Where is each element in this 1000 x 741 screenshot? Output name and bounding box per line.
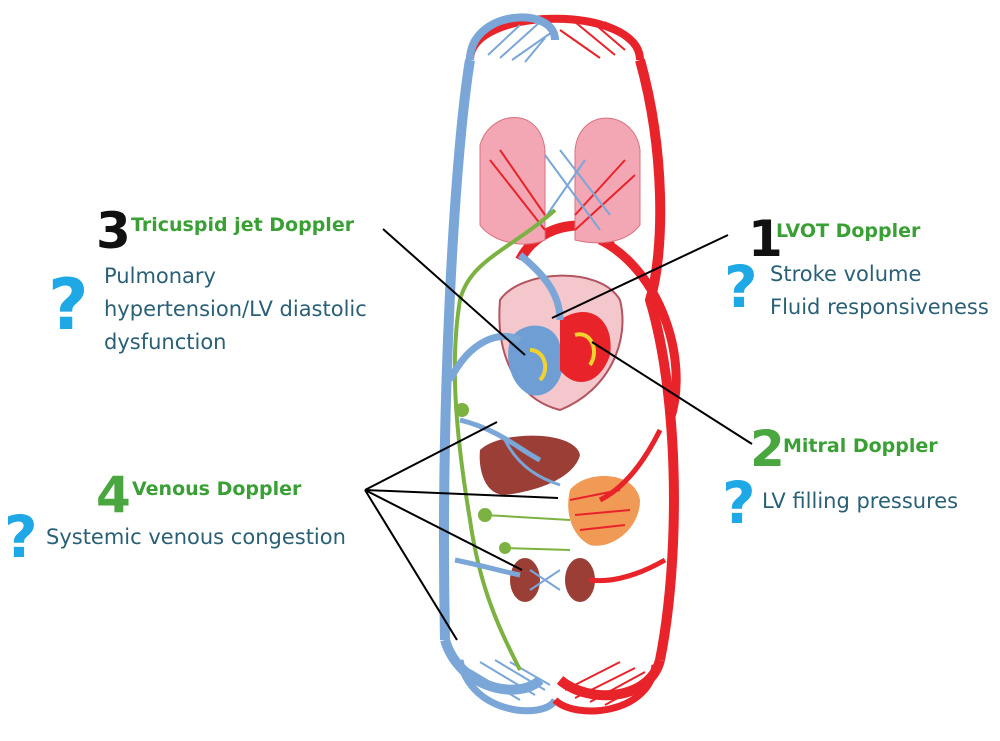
legs-capillary-bed — [456, 659, 659, 715]
callout-1-heading: LVOT Doppler — [776, 220, 921, 242]
callout-1-line-2: Fluid responsiveness — [770, 295, 989, 319]
systemic-vessels — [439, 58, 681, 701]
callout-2-heading: Mitral Doppler — [783, 435, 938, 457]
callout-3-question-icon: ? — [48, 264, 89, 346]
callout-1-number: 1 — [748, 210, 783, 268]
callout-3-line-2: hypertension/LV diastolic — [104, 297, 367, 321]
callout-3-line-3: dysfunction — [104, 330, 227, 354]
callout-4-heading: Venous Doppler — [132, 478, 302, 500]
callout-4-number: 4 — [96, 466, 131, 524]
callout-2-number: 2 — [750, 420, 785, 478]
organ-vessels — [446, 252, 667, 584]
lymphatic-vessels — [452, 208, 571, 671]
callout-1-line-1: Stroke volume — [770, 262, 922, 286]
callout-2-question-icon: ? — [722, 469, 756, 537]
heart — [498, 274, 624, 412]
callout-1-question-icon: ? — [724, 253, 758, 321]
callout-4-line-1: Systemic venous congestion — [46, 525, 346, 549]
head-capillary-bed — [466, 13, 644, 63]
callout-3-line-1: Pulmonary — [104, 264, 216, 288]
callout-3-number: 3 — [96, 202, 131, 260]
lungs — [479, 117, 641, 245]
callout-2-line-1: LV filling pressures — [762, 489, 959, 513]
callout-4-question-icon: ? — [4, 503, 38, 571]
callout-3-heading: Tricuspid jet Doppler — [131, 214, 355, 236]
callout-lines — [364, 228, 753, 641]
abdominal-organs — [479, 435, 640, 602]
